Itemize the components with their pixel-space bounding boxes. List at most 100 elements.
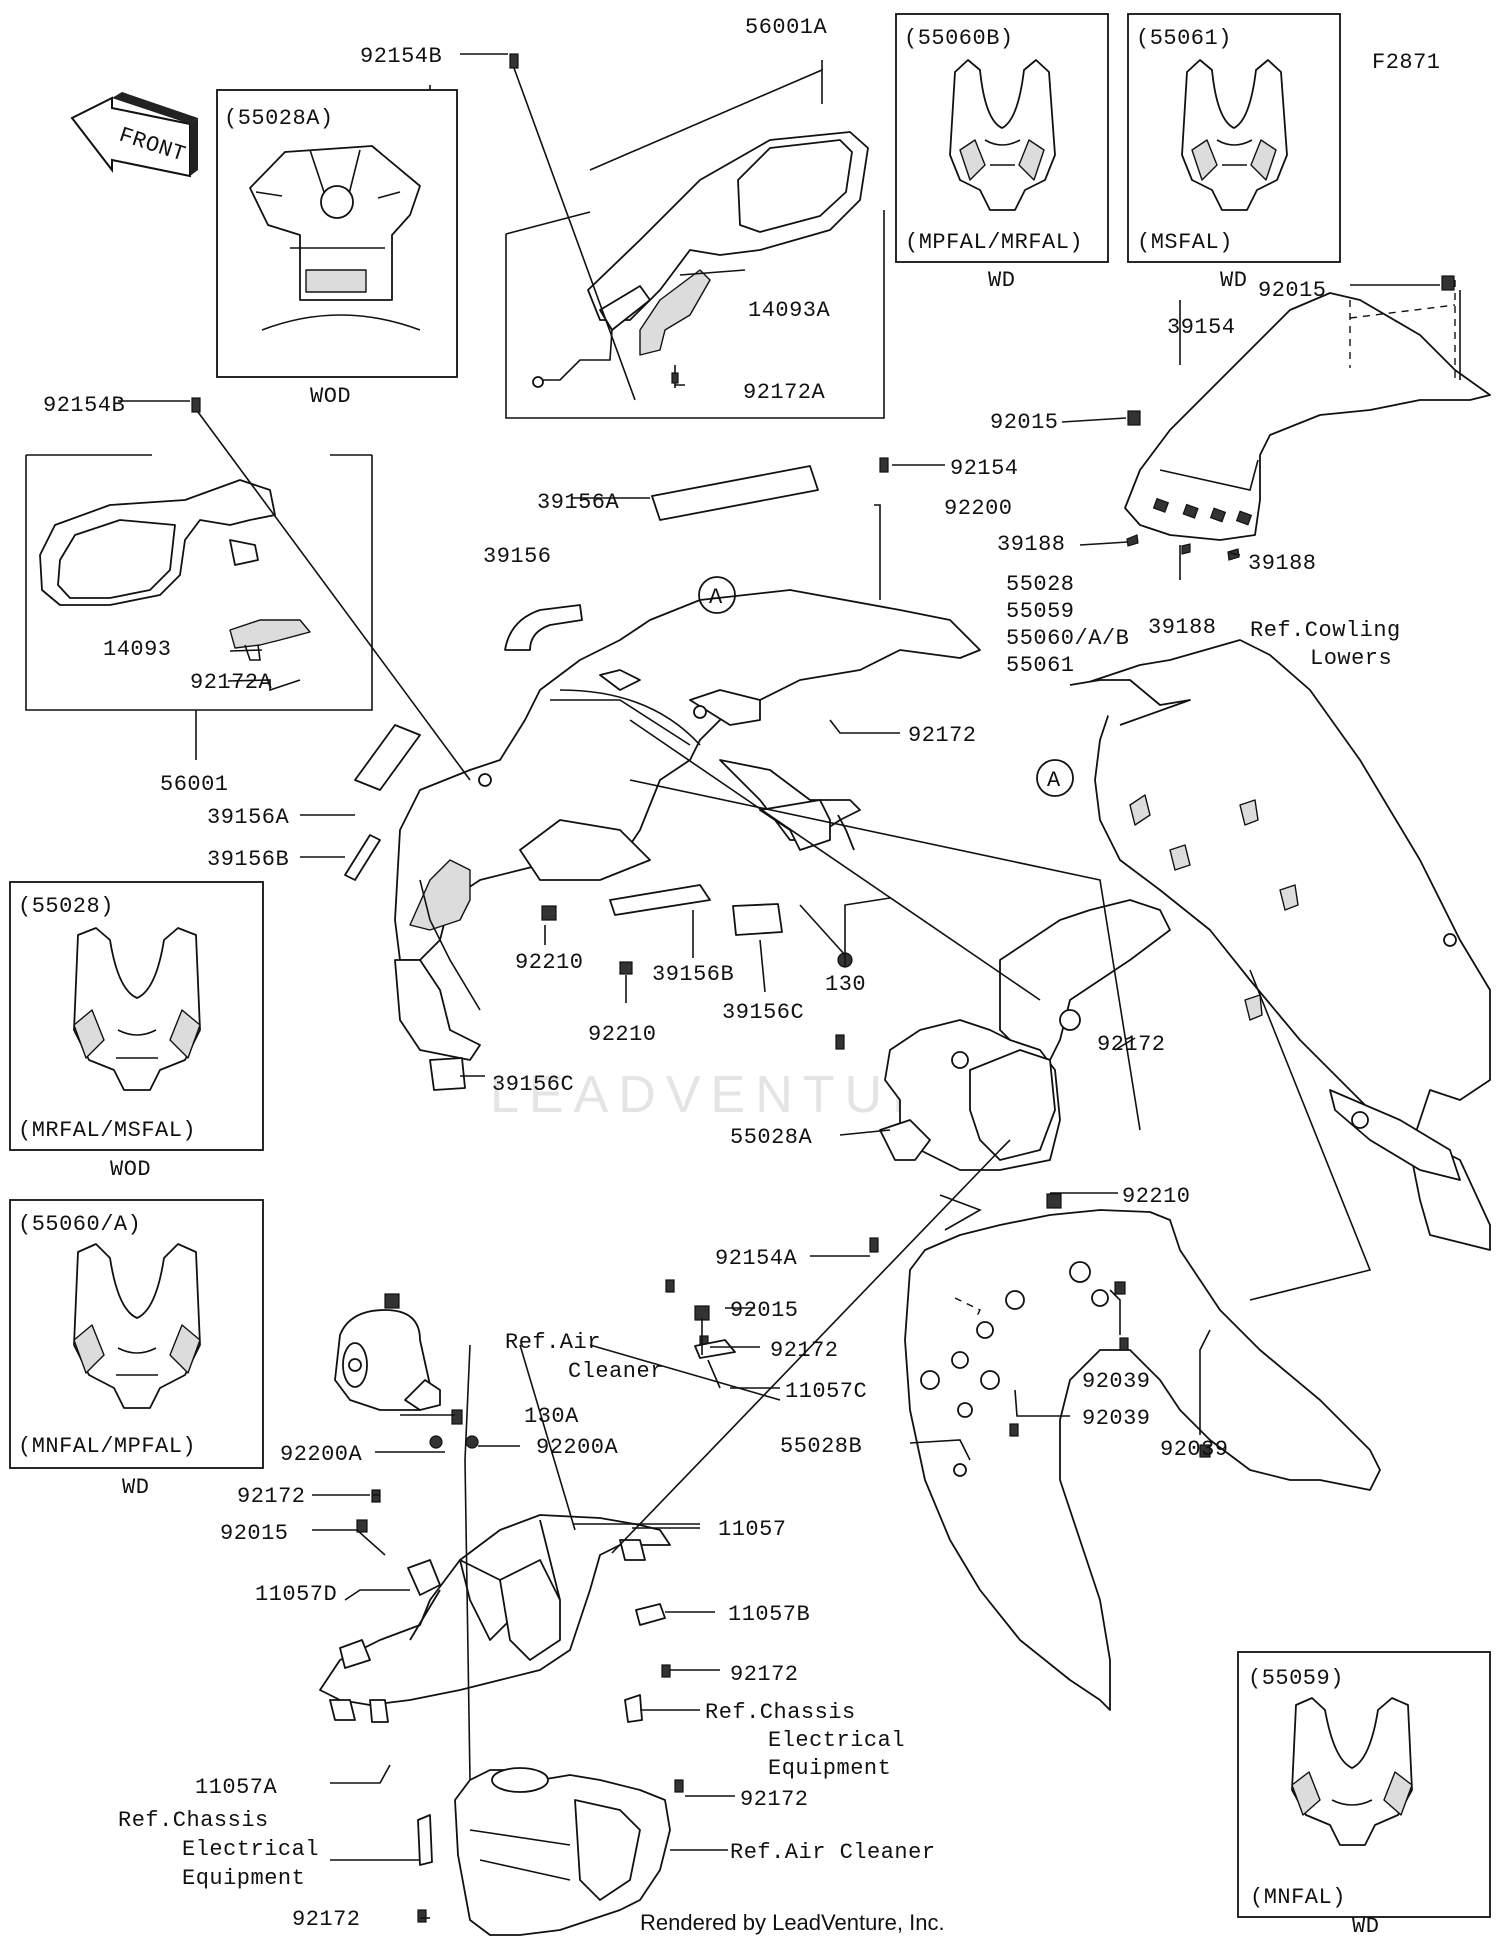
label-92015: 92015 — [730, 1298, 799, 1323]
label-39188: 39188 — [1148, 615, 1217, 640]
label-56001: 56001 — [160, 772, 229, 797]
label-55028B: 55028B — [780, 1434, 862, 1459]
label-92210: 92210 — [588, 1022, 657, 1047]
callout-a-right: A — [1036, 759, 1074, 797]
front-cowl-thumbnail — [949, 59, 1056, 211]
front-arrow-icon: FRONT — [70, 92, 198, 178]
label-14093: 14093 — [103, 637, 172, 662]
label-92154A: 92154A — [715, 1246, 798, 1271]
part-labels: 92154B 56001A 14093A 92172A 92015 39154 … — [43, 15, 1400, 1932]
pad-39156C-b — [429, 1057, 466, 1091]
ref-air-cleaner: Ref.Air Cleaner — [730, 1840, 936, 1865]
label-92210: 92210 — [515, 950, 584, 975]
label-11057B: 11057B — [728, 1602, 810, 1627]
label-55060-a-b: 55060/A/B — [1006, 626, 1129, 651]
inset-code: (55028) — [18, 894, 114, 919]
label-39156B: 39156B — [652, 962, 734, 987]
label-39188: 39188 — [1248, 551, 1317, 576]
callout-a-top: A — [698, 576, 736, 614]
label-92172: 92172 — [237, 1484, 306, 1509]
diagram-code: F2871 — [1372, 50, 1441, 75]
ref-chassis-elec-left-line3: Equipment — [182, 1866, 305, 1891]
inner-fairing-55028B — [904, 1209, 1381, 1711]
ref-chassis-elec-line2: Electrical — [768, 1728, 905, 1753]
label-92015: 92015 — [990, 410, 1059, 435]
label-92039: 92039 — [1082, 1406, 1151, 1431]
label-39188: 39188 — [997, 532, 1066, 557]
mirror-assembly-right — [429, 60, 885, 419]
inset-code: (55059) — [1248, 1666, 1344, 1691]
inset-code: (55060/A) — [18, 1212, 141, 1237]
label-92039: 92039 — [1160, 1437, 1229, 1462]
duct-39156A-left — [354, 724, 421, 791]
inset-tag: WD — [988, 268, 1015, 293]
inset-tag: WOD — [110, 1157, 151, 1182]
inset-tag: WOD — [310, 384, 351, 409]
duct-39156A-top — [651, 465, 819, 521]
label-14093A: 14093A — [748, 298, 831, 323]
ref-chassis-elec-left-line1: Ref.Chassis — [118, 1808, 269, 1833]
inner-cover-55028A — [879, 899, 1171, 1171]
mirror-assembly-left — [25, 454, 373, 760]
label-92200: 92200 — [944, 496, 1013, 521]
label-55028A: 55028A — [730, 1125, 813, 1150]
windshield — [1124, 280, 1491, 541]
inset-variant: (MRFAL/MSFAL) — [18, 1118, 196, 1143]
label-55061: 55061 — [1006, 653, 1075, 678]
inset-tag: WD — [1352, 1914, 1379, 1938]
front-cowl-thumbnail — [73, 1243, 201, 1409]
inset-code: (55061) — [1136, 26, 1232, 51]
label-92154: 92154 — [950, 456, 1019, 481]
label-92210: 92210 — [1122, 1184, 1191, 1209]
leader-lines — [118, 53, 1461, 1919]
inset-55061: (55061) (MSFAL) WD — [1127, 13, 1341, 293]
duct-39156B-left — [344, 834, 381, 881]
label-92172A: 92172A — [190, 670, 273, 695]
label-130: 130 — [825, 972, 866, 997]
label-92039: 92039 — [1082, 1369, 1151, 1394]
label-39156A: 39156A — [537, 490, 620, 515]
svg-text:A: A — [709, 585, 723, 610]
duct-39156 — [504, 604, 583, 651]
label-92200A: 92200A — [280, 1442, 363, 1467]
label-92154B: 92154B — [360, 44, 442, 69]
label-92172: 92172 — [1097, 1032, 1166, 1057]
label-39154: 39154 — [1167, 315, 1236, 340]
air-cleaner-housing — [454, 1767, 671, 1936]
ref-chassis-elec-line1: Ref.Chassis — [705, 1700, 856, 1725]
label-92172: 92172 — [740, 1787, 809, 1812]
label-130A: 130A — [524, 1404, 579, 1429]
ref-air-cleaner-line1: Ref.Air — [505, 1330, 601, 1355]
label-11057A: 11057A — [195, 1775, 278, 1800]
fasteners — [191, 53, 1455, 1923]
inset-code: (55060B) — [904, 26, 1014, 51]
upper-cowl-thumbnail — [249, 145, 421, 331]
cowling-lowers — [1069, 639, 1491, 1251]
label-11057: 11057 — [718, 1517, 787, 1542]
label-92154B: 92154B — [43, 393, 125, 418]
duct-39156B-mid — [609, 884, 711, 916]
label-39156C: 39156C — [722, 1000, 804, 1025]
ref-chassis-elec-left-line2: Electrical — [182, 1837, 319, 1862]
ref-air-cleaner-line2: Cleaner — [568, 1359, 664, 1384]
inset-55060B: (55060B) (MPFAL/MRFAL) WD — [895, 13, 1109, 293]
label-92172: 92172 — [908, 723, 977, 748]
stay-bracket-11057 — [319, 1514, 671, 1723]
footer-credit: Rendered by LeadVenture, Inc. — [640, 1910, 945, 1935]
inset-tag: WD — [1220, 268, 1247, 293]
svg-text:A: A — [1047, 768, 1061, 793]
label-56001A: 56001A — [745, 15, 828, 40]
label-39156: 39156 — [483, 544, 552, 569]
front-cowl-thumbnail — [1181, 59, 1288, 211]
inset-variant: (MSFAL) — [1137, 230, 1233, 255]
inset-55059: (55059) (MNFAL) WD — [1237, 1651, 1491, 1938]
label-92172: 92172 — [730, 1662, 799, 1687]
inset-55028: (55028) (MRFAL/MSFAL) WOD — [9, 881, 264, 1182]
label-39156C: 39156C — [492, 1072, 574, 1097]
ref-cowling-lowers-line2: Lowers — [1310, 646, 1392, 671]
label-11057C: 11057C — [785, 1379, 867, 1404]
label-92172: 92172 — [770, 1338, 839, 1363]
inset-55028A: (55028A) WOD — [216, 89, 458, 409]
